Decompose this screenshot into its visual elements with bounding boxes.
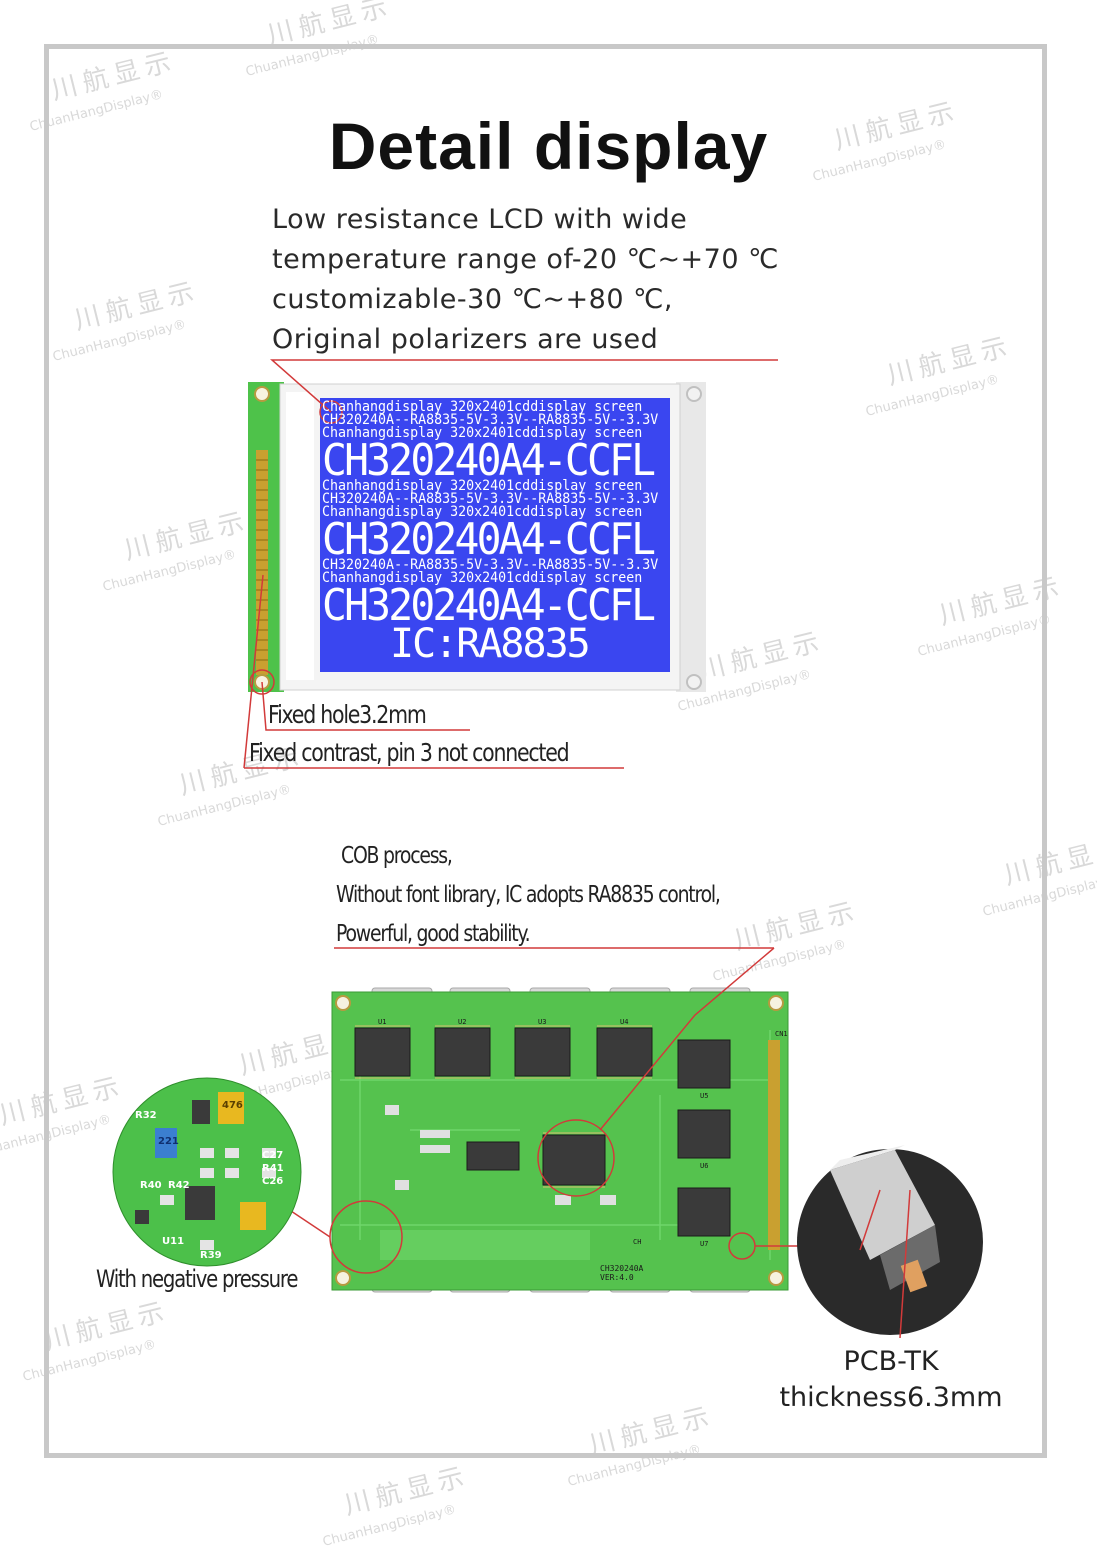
component-label: R42 xyxy=(168,1180,190,1191)
lcd-screen xyxy=(320,398,670,672)
component-label: 221 xyxy=(158,1136,179,1147)
chip-small xyxy=(466,1141,520,1171)
component-label: R41 xyxy=(262,1163,284,1174)
logo-label: CH xyxy=(633,1238,642,1246)
chip-label: U4 xyxy=(620,1018,629,1026)
chip-u5 xyxy=(677,1039,731,1089)
chip-label: U7 xyxy=(700,1240,709,1248)
cob-line: Powerful, good stability. xyxy=(336,921,531,947)
connector-cn1 xyxy=(768,1040,780,1250)
component-label: R40 xyxy=(140,1180,162,1191)
lcd-line: IC:RA8835 xyxy=(390,621,591,667)
component-label: R32 xyxy=(135,1110,157,1121)
lcd-module-illustration xyxy=(112,359,983,1339)
lcd-line: CH320240A--RA8835-5V-3.3V--RA8835-5V--3.… xyxy=(322,412,659,428)
description-line: Low resistance LCD with wide xyxy=(272,204,688,235)
cob-line: COB process, xyxy=(341,843,453,869)
description-line: temperature range of-20 ℃~+70 ℃ xyxy=(272,244,779,275)
lcd-line: Chanhangdisplay 320x2401cddisplay screen xyxy=(322,425,643,441)
pcb-thickness-label: PCB-TK thickness6.3mm xyxy=(775,1344,1007,1416)
lcd-line: Chanhangdisplay 320x2401cddisplay screen xyxy=(322,478,643,494)
chip-label: U2 xyxy=(458,1018,467,1026)
component-label: C27 xyxy=(262,1150,284,1161)
lcd-line: Chanhangdisplay 320x2401cddisplay screen xyxy=(322,504,643,520)
page-title: Detail display xyxy=(328,109,769,183)
mounting-hole xyxy=(254,386,270,402)
lcd-line: Chanhangdisplay 320x2401cddisplay screen xyxy=(322,400,643,415)
lcd-line: CH320240A--RA8835-5V-3.3V--RA8835-5V--3.… xyxy=(322,491,659,507)
chip-u1 xyxy=(354,1027,411,1077)
lcd-line: CH320240A4-CCFL xyxy=(322,435,656,486)
chip-label: U3 xyxy=(538,1018,547,1026)
fixed-contrast-label: Fixed contrast, pin 3 not connected xyxy=(249,738,570,767)
chip-label: U1 xyxy=(378,1018,387,1026)
mounting-hole xyxy=(686,674,702,690)
lcd-line: CH320240A--RA8835-5V-3.3V--RA8835-5V--3.… xyxy=(322,557,659,573)
model-label: CH320240A VER:4.0 xyxy=(600,1264,644,1282)
lcd-pin-header xyxy=(256,450,268,675)
page-frame xyxy=(44,44,1047,1458)
chip-u6 xyxy=(677,1109,731,1159)
pcb-tk-line: thickness6.3mm xyxy=(779,1382,1003,1413)
chip-label: U5 xyxy=(700,1092,709,1100)
description-line: customizable-30 ℃~+80 ℃, xyxy=(272,284,673,315)
component-label: 476 xyxy=(222,1100,243,1111)
cob-line: Without font library, IC adopts RA8835 c… xyxy=(336,882,721,908)
component-label: U11 xyxy=(162,1236,185,1247)
chip-u7 xyxy=(677,1187,731,1237)
chip-ra8835 xyxy=(542,1134,606,1186)
chip-u2 xyxy=(434,1027,491,1077)
chip-label: U6 xyxy=(700,1162,709,1170)
chip-u4 xyxy=(596,1027,653,1077)
component-label: R39 xyxy=(200,1250,222,1261)
fixed-hole-label: Fixed hole3.2mm xyxy=(268,700,427,729)
pcb-tk-line: PCB-TK xyxy=(843,1346,939,1377)
description-line: Original polarizers are used xyxy=(272,324,659,355)
negative-pressure-label: With negative pressure xyxy=(96,1265,298,1293)
connector-label: CN1 xyxy=(775,1030,788,1038)
chip-u3 xyxy=(514,1027,571,1077)
mounting-hole xyxy=(686,386,702,402)
lcd-description: Low resistance LCD with wide temperature… xyxy=(272,200,779,360)
lcd-line: CH320240A4-CCFL xyxy=(322,580,656,631)
lcd-line: Chanhangdisplay 320x2401cddisplay screen xyxy=(322,570,643,586)
lcd-screen-content: Chanhangdisplay 320x2401cddisplay screen… xyxy=(322,400,667,670)
lcd-line: CH320240A4-CCFL xyxy=(322,514,656,565)
component-label: C26 xyxy=(262,1176,284,1187)
